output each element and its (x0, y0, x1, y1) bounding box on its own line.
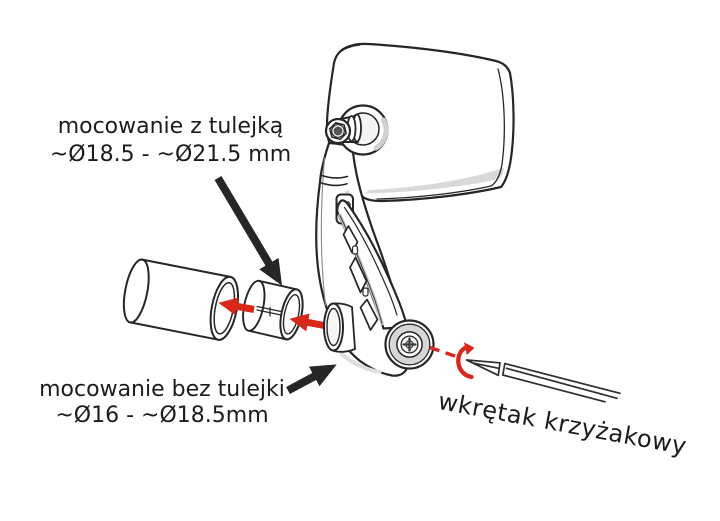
label-mount-with-sleeve-line2: ~Ø18.5 - ~Ø21.5 mm (49, 142, 292, 167)
mirror-bottom-shading (366, 167, 504, 194)
arm-inner-left-line (320, 157, 327, 306)
mirror-head (325, 42, 515, 203)
barrel-gray-band (389, 324, 430, 365)
sleeve-slit (256, 305, 285, 317)
bolt-socket-ring (331, 124, 345, 138)
tube-top-edge (141, 258, 232, 278)
arm-bottom-shading (339, 350, 382, 374)
label-mount-without-sleeve-line1: mocowanie bez tulejki (39, 377, 285, 402)
pointer-arrow-without-sleeve-icon (286, 364, 337, 395)
arm-band-line-2 (319, 181, 348, 187)
handlebar-tube (122, 258, 240, 341)
label-mount-without-sleeve: mocowanie bez tulejki ~Ø16 - ~Ø18.5mm (16, 377, 308, 429)
bolt-socket (333, 126, 343, 136)
label-mount-with-sleeve-line1: mocowanie z tulejką (57, 114, 284, 139)
screw-recess (405, 340, 414, 349)
sleeve-bottom-edge (248, 329, 288, 341)
rotation-arrowhead (464, 342, 475, 355)
lever-cutout-3 (359, 298, 379, 331)
lever-nub-2 (362, 287, 369, 297)
label-mount-without-sleeve-line2: ~Ø16 - ~Ø18.5mm (55, 403, 269, 428)
lever-cutout-2 (349, 256, 368, 294)
barrel-ring-1 (388, 323, 431, 366)
red-dashed-line (429, 345, 459, 359)
rotation-arc (456, 344, 474, 380)
mirror-rim-line (376, 68, 505, 200)
ball-joint (324, 104, 389, 156)
screwdriver-shaft (501, 362, 621, 403)
pointer-arrow-with-sleeve-icon (214, 175, 282, 286)
rotation-arrow-icon (456, 342, 475, 380)
phillips-screwdriver (465, 359, 621, 403)
screwdriver-ferrule (497, 361, 506, 377)
mirror-topleft-line (338, 44, 361, 54)
tube-body (130, 259, 230, 340)
clamp-lever (336, 199, 409, 331)
joint-shading-arc (373, 117, 389, 151)
lever-nub-1 (351, 245, 359, 255)
clamp-bore (323, 302, 356, 353)
clamp-barrel (384, 319, 435, 370)
screwdriver-blade (465, 359, 501, 377)
bore-mouth-inner (326, 307, 341, 347)
tube-bottom-edge (129, 321, 220, 341)
label-mount-with-sleeve: mocowanie z tulejką ~Ø18.5 - ~Ø21.5 mm (28, 113, 313, 169)
red-insert-arrow-left-icon (218, 297, 255, 316)
lever-inner-line-a (343, 206, 398, 316)
arm-band-line-1 (319, 174, 349, 179)
